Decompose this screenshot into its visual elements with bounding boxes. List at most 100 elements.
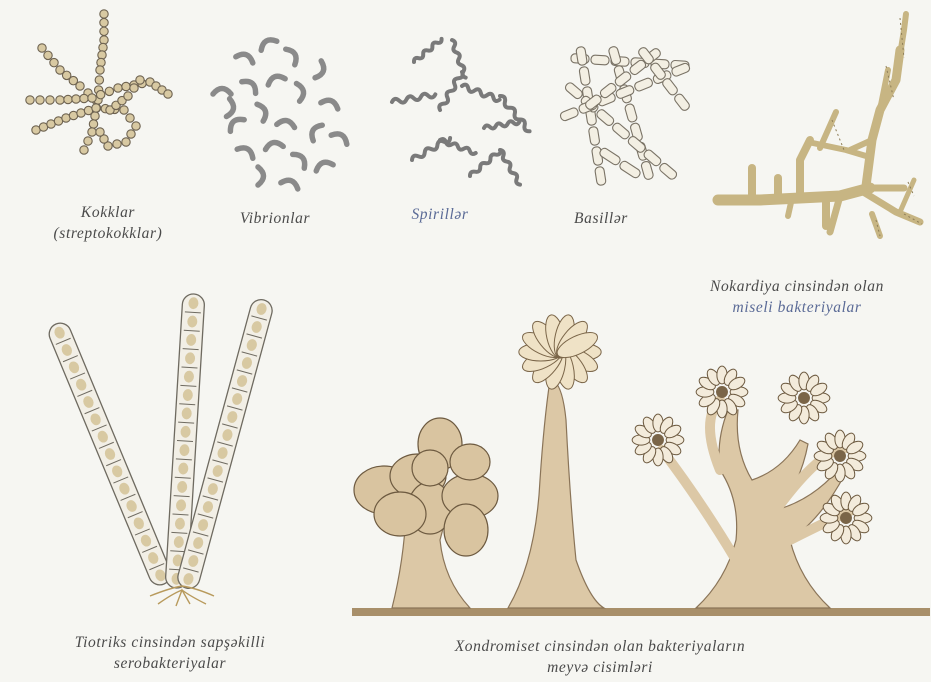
vibrio-cell xyxy=(257,102,268,121)
vibrio-cell xyxy=(266,74,285,85)
bacillus-cell xyxy=(615,84,635,99)
label-tiotriks-line1: Tiotriks cinsindən sapşəkilli xyxy=(20,632,320,653)
coccus-cell xyxy=(113,140,121,148)
coccus-cell xyxy=(100,18,108,26)
label-nokardiya-line1: Nokardiya cinsindən olan xyxy=(682,276,912,297)
spirillum-cell xyxy=(450,39,467,78)
label-kokklar-line1: Kokklar xyxy=(38,202,178,223)
coccus-cell xyxy=(114,84,122,92)
vibrio-cell xyxy=(281,178,300,189)
vibrio-cell xyxy=(265,141,284,150)
vibrio-cell xyxy=(226,99,235,118)
spirillum-cell xyxy=(439,138,476,155)
spirillum-cell xyxy=(484,120,520,130)
bacillus-cell xyxy=(634,77,654,92)
coccus-cell xyxy=(136,76,144,84)
coccus-cell xyxy=(126,114,134,122)
bacillus-cell xyxy=(673,93,691,112)
coccus-cell xyxy=(80,146,88,154)
coccus-cell xyxy=(56,96,64,104)
coccus-cell xyxy=(72,95,80,103)
bacillus-cell xyxy=(579,66,591,85)
cyst xyxy=(444,504,488,556)
mycelium-hypha xyxy=(860,190,920,222)
bacillus-cell xyxy=(595,108,615,127)
label-spirillar-text: Spirillər xyxy=(380,204,500,225)
label-kokklar: Kokklar (streptokokklar) xyxy=(38,202,178,244)
vibrio-cell xyxy=(314,160,333,171)
substrate-ground xyxy=(352,608,930,616)
rosette-center xyxy=(834,450,846,462)
vibrio-cell xyxy=(258,36,276,50)
bacillus-cell xyxy=(591,55,610,65)
spirillum-cell xyxy=(392,92,436,105)
vibrio-cell xyxy=(331,130,349,144)
coccus-cell xyxy=(130,84,138,92)
label-nokardiya-line2: miseli bakteriyalar xyxy=(682,297,912,318)
bacillus-cell xyxy=(661,77,679,96)
coccus-cell xyxy=(124,92,132,100)
spirillum-cell xyxy=(498,149,521,186)
holdfast-roots xyxy=(150,586,214,606)
bacilli-drawing xyxy=(559,46,691,186)
bacillus-cell xyxy=(624,103,638,123)
bacillus-cell xyxy=(588,126,600,145)
coccus-cell xyxy=(38,44,46,52)
nocardia-mycelium-drawing xyxy=(718,14,922,236)
label-basillar-text: Basillər xyxy=(546,208,656,229)
label-xondromiset-line1: Xondromiset cinsindən olan bakteriyaları… xyxy=(400,636,800,657)
label-xondromiset: Xondromiset cinsindən olan bakteriyaları… xyxy=(400,636,800,678)
cyst xyxy=(374,492,426,536)
vibrio-cell xyxy=(237,144,255,158)
label-spirillar: Spirillər xyxy=(380,204,500,225)
bacillus-cell xyxy=(595,166,607,185)
streptococci-drawing xyxy=(26,10,172,154)
coccus-cell xyxy=(76,82,84,90)
coccus-cell xyxy=(80,94,88,102)
vibrio-cell xyxy=(213,89,231,95)
coccus-cell xyxy=(122,138,130,146)
rosette-center xyxy=(716,386,728,398)
spirillum-cell xyxy=(438,71,464,112)
vibrio-cell xyxy=(286,46,300,64)
coccus-cell xyxy=(64,95,72,103)
coccus-cell xyxy=(88,128,96,136)
coccus-cell xyxy=(88,94,96,102)
bacillus-cell xyxy=(658,162,678,181)
coccus-cell xyxy=(164,90,172,98)
vibrio-cell xyxy=(236,52,255,63)
thiothrix-filaments-drawing xyxy=(46,293,275,606)
spirillum-cell xyxy=(413,37,443,63)
chondromyces-fruiting-bodies-drawing xyxy=(352,313,930,616)
bacillus-cell xyxy=(559,107,579,122)
coccus-cell xyxy=(120,106,128,114)
coccus-cell xyxy=(96,128,104,136)
coccus-cell xyxy=(46,96,54,104)
vibrio-cell xyxy=(315,61,326,80)
coccus-cell xyxy=(44,51,52,59)
coccus-cell xyxy=(122,82,130,90)
coccus-cell xyxy=(96,90,104,98)
coccus-cell xyxy=(105,87,113,95)
rosette-center xyxy=(840,512,852,524)
label-kokklar-line2: (streptokokklar) xyxy=(38,223,178,244)
bacillus-cell xyxy=(618,160,641,179)
coccus-cell xyxy=(96,66,104,74)
coccus-cell xyxy=(84,137,92,145)
label-tiotriks-line2: serobakteriyalar xyxy=(20,653,320,674)
fruiting-stalk xyxy=(696,410,844,608)
bacillus-cell xyxy=(627,135,647,154)
spirilla-drawing xyxy=(392,37,532,185)
label-xondromiset-line2: meyvə cisimləri xyxy=(400,657,800,678)
mycelium-hypha xyxy=(800,140,810,198)
coccus-cell xyxy=(26,96,34,104)
vibrio-cell xyxy=(296,83,305,102)
bacillus-cell xyxy=(564,81,584,100)
vibrio-cell xyxy=(242,78,259,94)
coccus-cell xyxy=(95,76,103,84)
bacillus-cell xyxy=(611,122,631,141)
cyst xyxy=(412,450,448,486)
label-vibrionlar: Vibrionlar xyxy=(210,208,340,229)
vibrio-cell xyxy=(321,98,340,109)
